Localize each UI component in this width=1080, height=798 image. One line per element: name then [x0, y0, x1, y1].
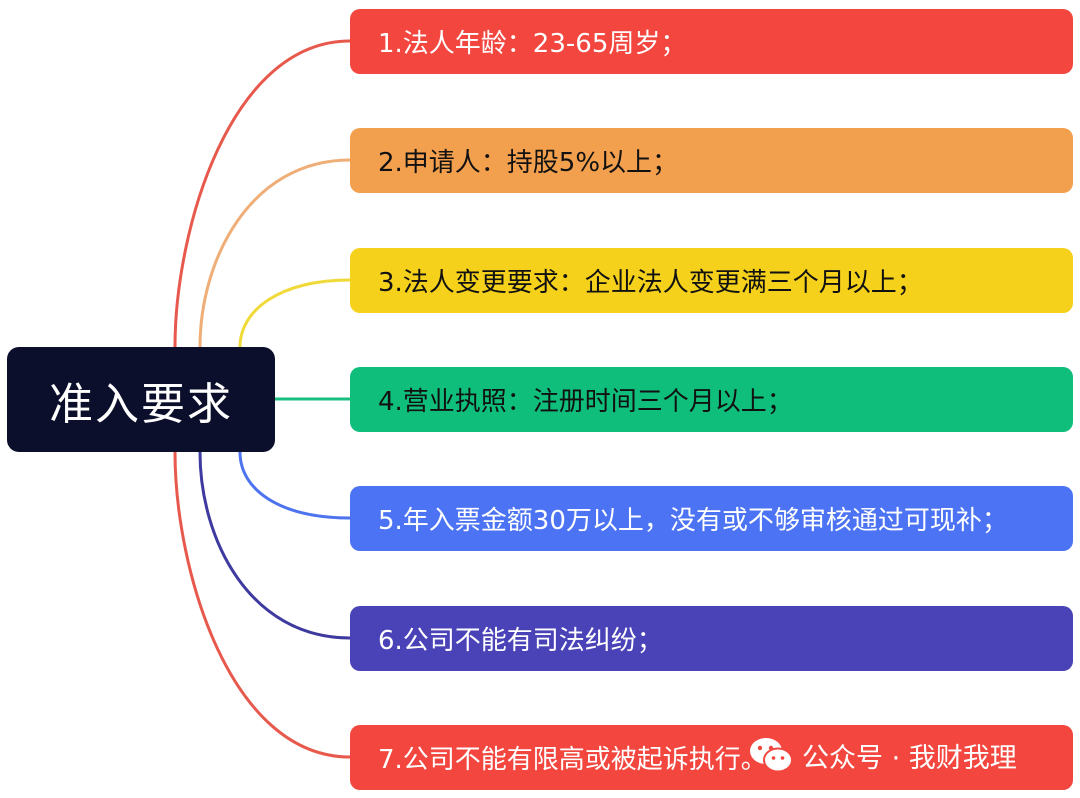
branch-label-3: 3.法人变更要求：企业法人变更满三个月以上； [378, 268, 923, 298]
connector-line-1 [173, 39, 351, 348]
watermark: 公众号 · 我财我理 [748, 730, 1017, 780]
wechat-icon [750, 738, 793, 773]
branch-label-7: 7.公司不能有限高或被起诉执行。 [378, 745, 767, 775]
branch-label-4: 4.营业执照：注册时间三个月以上； [378, 387, 793, 417]
branch-node-4: 4.营业执照：注册时间三个月以上； [350, 367, 1073, 432]
connector-line-3 [238, 278, 351, 348]
branch-node-3: 3.法人变更要求：企业法人变更满三个月以上； [350, 248, 1073, 313]
connector-line-7 [173, 451, 351, 759]
branch-label-5: 5.年入票金额30万以上，没有或不够审核通过可现补； [378, 506, 1008, 536]
branch-label-6: 6.公司不能有司法纠纷； [378, 626, 663, 656]
branch-label-2: 2.申请人：持股5%以上； [378, 148, 679, 178]
branch-label-1: 1.法人年龄：23-65周岁； [378, 29, 687, 59]
branch-node-7: 7.公司不能有限高或被起诉执行。 [350, 725, 1073, 790]
root-node: 准入要求 [7, 347, 275, 452]
branch-node-2: 2.申请人：持股5%以上； [350, 128, 1073, 193]
connector-line-5 [238, 451, 351, 520]
connector-line-6 [198, 451, 351, 640]
watermark-text: 公众号 · 我财我理 [802, 742, 1017, 774]
root-label: 准入要求 [49, 378, 233, 430]
branch-node-5: 5.年入票金额30万以上，没有或不够审核通过可现补； [350, 486, 1073, 551]
connector-line-2 [198, 158, 351, 348]
branch-node-6: 6.公司不能有司法纠纷； [350, 606, 1073, 671]
branch-node-1: 1.法人年龄：23-65周岁； [350, 9, 1073, 74]
